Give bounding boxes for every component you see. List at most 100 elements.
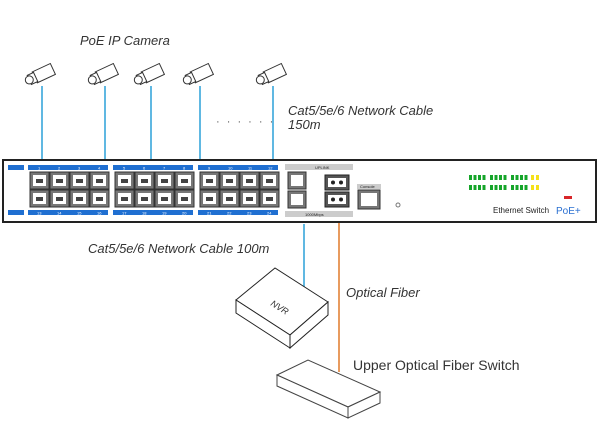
- cable-length: 150m: [288, 117, 321, 132]
- port-label-bar-bottom: [113, 210, 193, 215]
- console-port-inner: [361, 193, 377, 206]
- brand-label: Ethernet Switch: [493, 206, 549, 215]
- port-led: [515, 185, 519, 190]
- port-number-top: 10: [228, 166, 233, 171]
- port-led: [520, 175, 523, 180]
- cable-label-100m: Cat5/5e/6 Network Cable 100m: [88, 241, 270, 256]
- rj45-contacts: [161, 179, 168, 183]
- rj45-contacts: [266, 197, 273, 201]
- rj45-contacts: [181, 179, 188, 183]
- port-led: [478, 175, 481, 180]
- port-number-bottom: 23: [247, 211, 252, 216]
- port-number-top: 11: [248, 166, 253, 171]
- port-led: [520, 185, 523, 190]
- rj45-contacts: [141, 179, 148, 183]
- port-number-top: 5: [123, 166, 126, 171]
- port-number-top: 4: [98, 166, 101, 171]
- ip-camera-icon: [182, 62, 215, 86]
- port-label-bar-bottom: [28, 210, 108, 215]
- rj45-contacts: [96, 197, 103, 201]
- port-led: [482, 185, 486, 190]
- rj45-contacts: [121, 197, 128, 201]
- rj45-contacts: [96, 179, 103, 183]
- ip-camera-icon: [24, 62, 57, 86]
- rj45-contacts: [141, 197, 148, 201]
- rj45-contacts: [181, 197, 188, 201]
- port-led: [524, 185, 528, 190]
- port-led: [503, 175, 507, 180]
- port-led: [511, 175, 514, 180]
- poe-tag-bottom: [8, 210, 24, 215]
- port-led: [511, 185, 514, 190]
- uplink-speed: 1000Mbps: [305, 212, 324, 217]
- ip-camera-icon: [255, 62, 288, 86]
- port-number-bottom: 24: [267, 211, 272, 216]
- uplink-label: UPLINK: [315, 165, 330, 170]
- port-led: [490, 185, 493, 190]
- upper-optical-switch: [275, 359, 382, 419]
- port-number-bottom: 15: [77, 211, 82, 216]
- rj45-contacts: [226, 179, 233, 183]
- rj45-contacts: [226, 197, 233, 201]
- rj45-contacts: [121, 179, 128, 183]
- port-led: [473, 175, 477, 180]
- uplink-led: [536, 175, 539, 180]
- rj45-contacts: [246, 179, 253, 183]
- port-number-bottom: 14: [57, 211, 62, 216]
- sfp-ports[interactable]: [324, 174, 350, 208]
- rj45-contacts: [266, 179, 273, 183]
- port-number-top: 2: [58, 166, 61, 171]
- poe-cables: [41, 86, 274, 160]
- port-number-bottom: 22: [227, 211, 232, 216]
- port-number-bottom: 21: [207, 211, 212, 216]
- port-number-bottom: 18: [142, 211, 147, 216]
- port-led: [494, 175, 498, 180]
- rj45-contacts: [36, 197, 43, 201]
- port-number-top: 9: [208, 166, 211, 171]
- rj45-contacts: [246, 197, 253, 201]
- port-label-bar-top: [198, 165, 278, 170]
- cable-type: Cat5/5e/6 Network Cable: [288, 103, 434, 118]
- ip-camera-icon: [133, 62, 166, 86]
- port-label-bar-top: [113, 165, 193, 170]
- port-number-top: 6: [143, 166, 146, 171]
- rj45-contacts: [76, 179, 83, 183]
- port-number-top: 1: [38, 166, 41, 171]
- port-led: [503, 185, 507, 190]
- diagram-title: PoE IP Camera: [80, 33, 170, 48]
- rj45-contacts: [76, 197, 83, 201]
- port-led: [469, 185, 472, 190]
- port-number-top: 8: [183, 166, 186, 171]
- port-label-bar-top: [28, 165, 108, 170]
- rj45-contacts: [206, 179, 213, 183]
- rj45-contacts: [56, 197, 63, 201]
- rj45-contacts: [206, 197, 213, 201]
- rj45-contacts: [36, 179, 43, 183]
- uplink-rj45-ports[interactable]: [287, 171, 307, 209]
- uplink-bar-bottom: [285, 211, 353, 217]
- port-label-bar-bottom: [198, 210, 278, 215]
- port-led: [482, 175, 486, 180]
- port-led: [469, 175, 472, 180]
- ip-camera-icon: [87, 62, 120, 86]
- port-number-top: 12: [268, 166, 273, 171]
- power-led: [564, 196, 572, 199]
- port-led: [490, 175, 493, 180]
- port-number-top: 3: [78, 166, 81, 171]
- uplink-led: [536, 185, 539, 190]
- uplink-bar-top: [285, 164, 353, 170]
- port-led: [478, 185, 481, 190]
- upper-switch-label: Upper Optical Fiber Switch: [353, 357, 520, 373]
- port-number-bottom: 16: [97, 211, 102, 216]
- port-number-bottom: 19: [162, 211, 167, 216]
- port-number-top: 7: [163, 166, 166, 171]
- console-label: Console: [360, 184, 375, 189]
- rj45-contacts: [161, 197, 168, 201]
- port-number-bottom: 20: [182, 211, 187, 216]
- port-led: [473, 185, 477, 190]
- uplink-led: [531, 175, 534, 180]
- reset-button[interactable]: [395, 202, 401, 208]
- console-label-bar: [357, 184, 381, 189]
